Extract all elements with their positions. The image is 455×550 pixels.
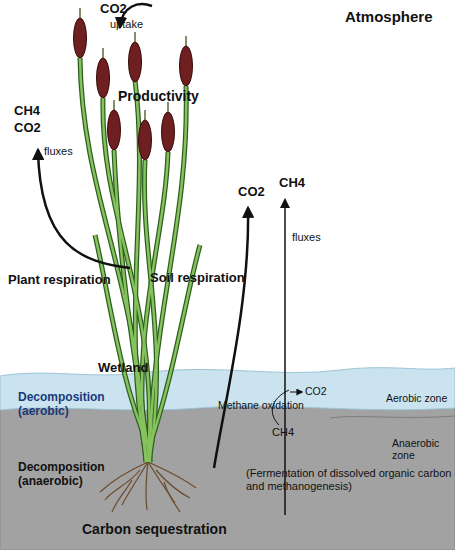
cattail-head bbox=[139, 120, 152, 160]
root bbox=[112, 480, 132, 512]
soil-respiration-arrow bbox=[214, 208, 248, 468]
process-label: Decomposition (anaerobic) bbox=[18, 461, 128, 489]
gas-formula: CH4 bbox=[272, 426, 294, 439]
cattail-head bbox=[74, 18, 87, 58]
cattail-head bbox=[129, 42, 142, 82]
cattail-head bbox=[97, 58, 110, 98]
root bbox=[164, 482, 180, 512]
spike bbox=[144, 110, 146, 120]
soil-layer bbox=[0, 406, 455, 550]
root bbox=[105, 470, 140, 500]
process-label: Soil respiration bbox=[150, 271, 245, 286]
gas-formula: CO2 bbox=[238, 185, 265, 200]
roots bbox=[100, 462, 196, 512]
gas-formula: CO2 bbox=[305, 385, 327, 397]
process-label: Carbon sequestration bbox=[82, 521, 227, 537]
gas-formula: CO2 bbox=[14, 121, 41, 136]
gas-formula: CO2 bbox=[100, 2, 127, 17]
plant-respiration-arrow bbox=[38, 150, 130, 268]
process-label: Plant respiration bbox=[8, 273, 111, 288]
process-label: Decomposition (aerobic) bbox=[18, 391, 128, 419]
zone-heading: Atmosphere bbox=[345, 8, 433, 25]
process-label: Productivity bbox=[118, 88, 199, 104]
cattail-head bbox=[162, 112, 175, 152]
root bbox=[156, 470, 190, 498]
process-label: Methane oxidation bbox=[218, 399, 304, 411]
gas-formula: CH4 bbox=[14, 104, 40, 119]
zone-boundary bbox=[330, 416, 455, 418]
zone-label: Aerobic zone bbox=[386, 392, 455, 404]
flux-label: fluxes bbox=[292, 231, 321, 244]
spike bbox=[113, 100, 115, 110]
flux-arrows bbox=[38, 4, 302, 515]
oxidation-arrow bbox=[290, 392, 302, 393]
root bbox=[100, 462, 148, 492]
spike bbox=[79, 8, 81, 18]
root bbox=[146, 462, 148, 510]
root bbox=[148, 462, 196, 488]
zone-heading: Wetland bbox=[98, 361, 148, 376]
flux-label: fluxes bbox=[44, 145, 73, 158]
spike bbox=[185, 36, 187, 46]
flux-label: uptake bbox=[110, 18, 143, 31]
spike bbox=[134, 32, 136, 42]
gas-formula: CH4 bbox=[279, 176, 305, 191]
spike bbox=[102, 48, 104, 58]
cattail-head bbox=[108, 110, 121, 150]
note: (Fermentation of dissolved organic carbo… bbox=[246, 467, 452, 492]
cattail-head bbox=[180, 46, 193, 86]
zone-label: Anaerobic zone bbox=[392, 437, 452, 461]
